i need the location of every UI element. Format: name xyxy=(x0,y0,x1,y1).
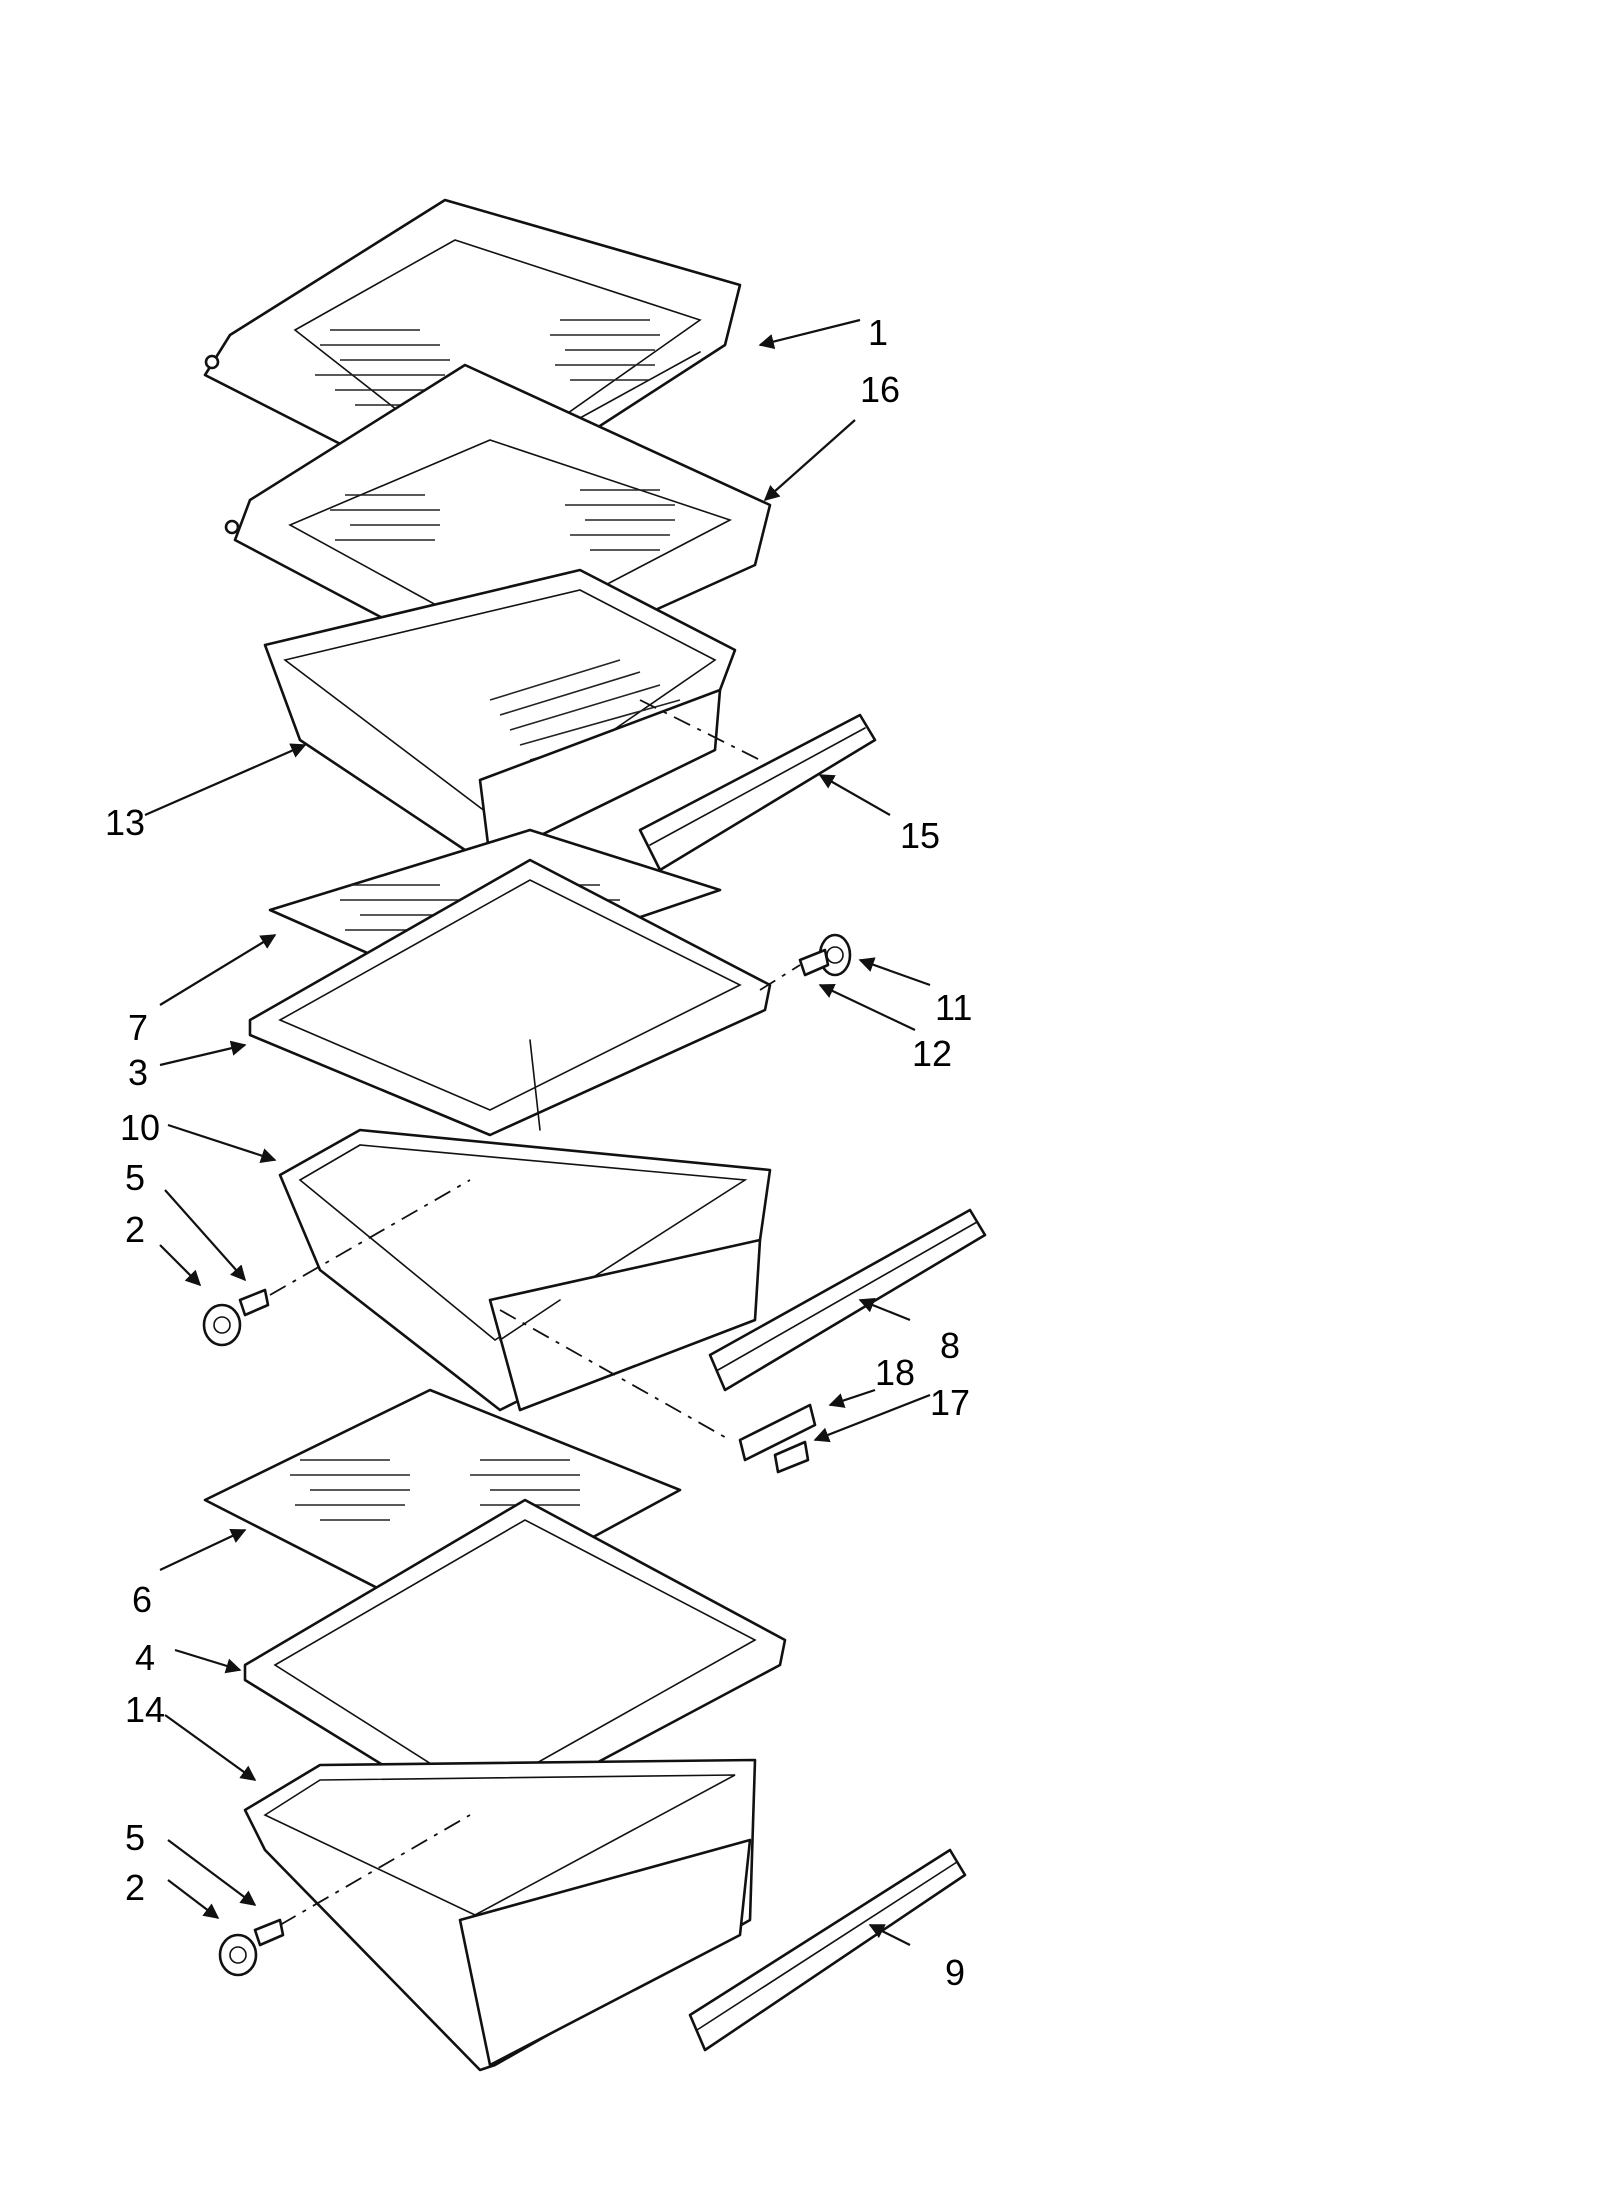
callout-15: 15 xyxy=(900,815,940,856)
callout-10: 10 xyxy=(120,1107,160,1148)
callout-14: 14 xyxy=(125,1689,165,1730)
callout-labels: 1 16 13 15 7 11 12 3 10 5 2 8 18 17 6 4 … xyxy=(105,312,972,1993)
trim-strip-top xyxy=(638,713,877,872)
callout-1: 1 xyxy=(868,312,888,353)
leader-lines xyxy=(144,318,931,1946)
callout-8: 8 xyxy=(940,1325,960,1366)
trim-strip-bottom xyxy=(688,1848,967,2052)
roller-2-upper xyxy=(202,1303,242,1347)
callout-5-lower: 5 xyxy=(125,1817,145,1858)
callout-9: 9 xyxy=(945,1952,965,1993)
alignment-line-15 xyxy=(639,699,761,761)
alignment-line-8 xyxy=(499,1309,731,1441)
callout-7: 7 xyxy=(128,1007,148,1048)
callout-3: 3 xyxy=(128,1052,148,1093)
clip-17 xyxy=(773,1440,810,1474)
callout-18: 18 xyxy=(875,1352,915,1393)
crisper-cover-upper xyxy=(248,858,772,1137)
callout-4: 4 xyxy=(135,1637,155,1678)
callout-13: 13 xyxy=(105,802,145,843)
screw-12 xyxy=(798,948,830,977)
crisper-drawer-upper xyxy=(278,1128,772,1412)
screw-5-lower xyxy=(253,1918,285,1947)
callout-16: 16 xyxy=(860,369,900,410)
crisper-cover-lower xyxy=(243,1498,787,1827)
screw-5-upper xyxy=(238,1288,270,1317)
clip-18 xyxy=(738,1403,817,1462)
callout-5-upper: 5 xyxy=(125,1157,145,1198)
alignment-line-11 xyxy=(759,964,801,991)
callout-17: 17 xyxy=(930,1382,970,1423)
roller-2-lower xyxy=(218,1933,258,1977)
drawer-top xyxy=(263,568,737,862)
callout-6: 6 xyxy=(132,1579,152,1620)
callout-2-upper: 2 xyxy=(125,1209,145,1250)
callout-12: 12 xyxy=(912,1033,952,1074)
callout-2-lower: 2 xyxy=(125,1867,145,1908)
alignment-line-5-upper xyxy=(269,1179,471,1296)
glass-panel-lower xyxy=(203,1388,682,1622)
callout-11: 11 xyxy=(935,987,972,1028)
trim-strip-middle xyxy=(708,1208,987,1392)
crisper-drawer-lower xyxy=(243,1758,757,2072)
